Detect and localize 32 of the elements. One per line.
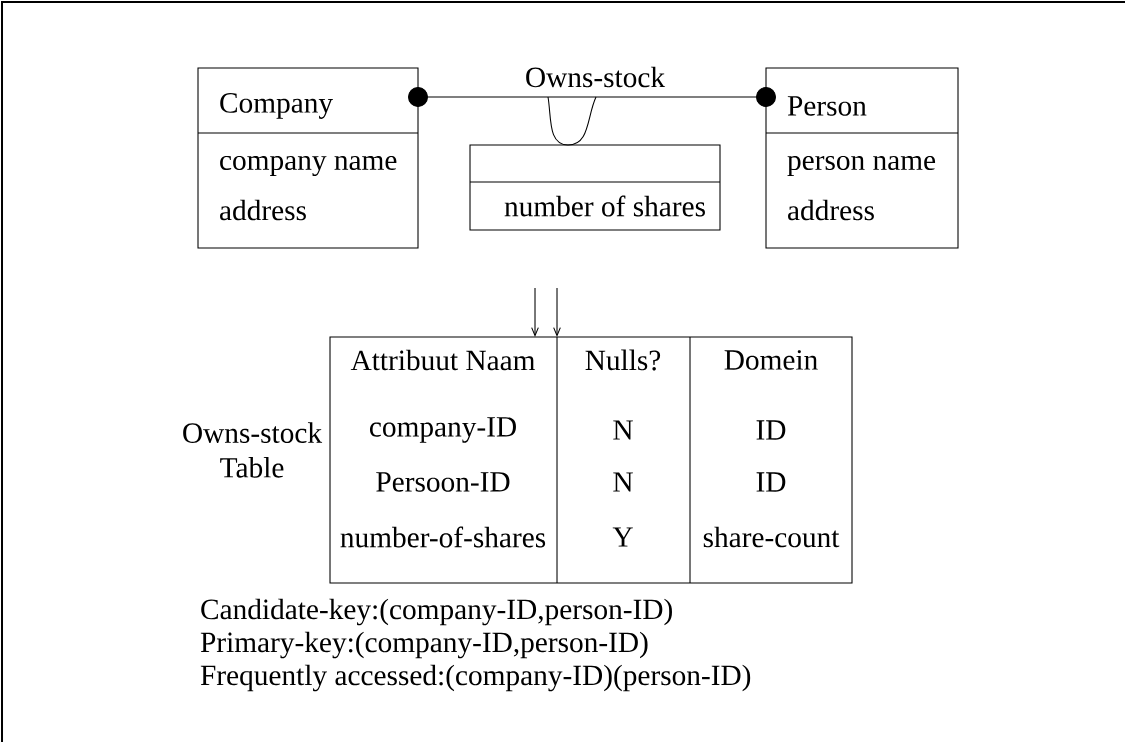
column-header: Attribuut Naam [350, 349, 535, 371]
table-cell: ID [756, 420, 786, 440]
link-attribute-box [469, 144, 721, 231]
table-caption: Owns-stock Table [183, 422, 323, 478]
table-cell: N [613, 420, 633, 440]
link-connector [547, 96, 597, 146]
table-cell: Persoon-ID [376, 472, 510, 492]
edge-label: Owns-stock [523, 65, 667, 89]
table-cell: share-count [703, 526, 840, 548]
attribute-text: company name [220, 155, 397, 177]
table-cell: company-ID [370, 417, 516, 443]
class-name: Company [220, 93, 333, 119]
class-name: Person [787, 96, 867, 116]
table-cell: ID [756, 472, 786, 492]
table-cell: N [613, 472, 633, 492]
table-cell: Y [612, 527, 633, 547]
column-header: Domein [724, 350, 818, 370]
arrow [531, 287, 539, 337]
attribute-text: address [788, 199, 874, 221]
class-box [197, 67, 419, 249]
attribute-text: address [220, 199, 306, 221]
attribute-text: person name [787, 155, 936, 177]
attribute-text: number of shares [504, 195, 705, 217]
class-box [765, 67, 959, 249]
note-text: Candidate-key:(company-ID,person-ID) [201, 598, 672, 626]
column-header: Nulls? [585, 349, 661, 371]
association-line [408, 87, 776, 107]
table [329, 336, 853, 584]
note-text: Primary-key:(company-ID,person-ID) [200, 631, 648, 659]
table-cell: number-of-shares [340, 526, 546, 548]
note-text: Frequently accessed:(company-ID)(person-ID) [200, 664, 751, 692]
arrow [553, 287, 561, 337]
